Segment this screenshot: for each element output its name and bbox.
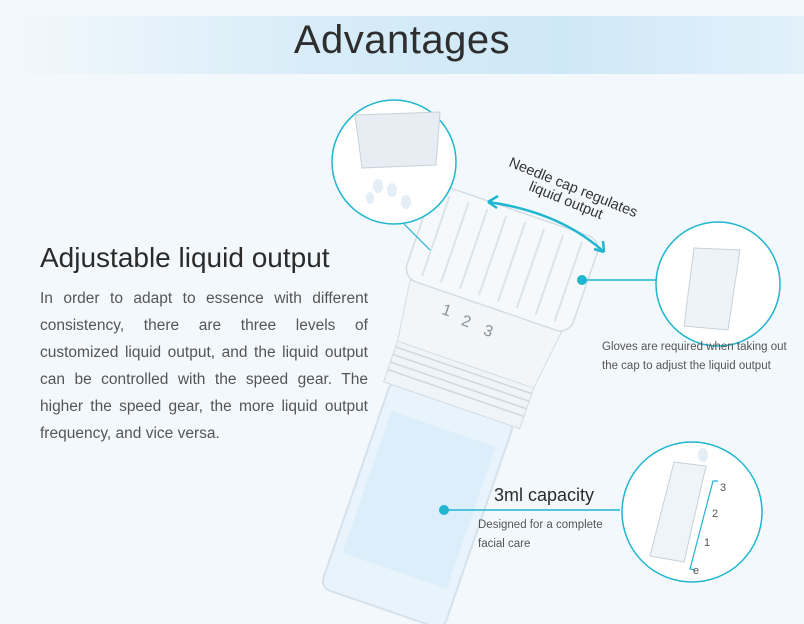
title-band bbox=[0, 16, 804, 74]
feature-description: In order to adapt to essence with differ… bbox=[40, 290, 368, 442]
scale-mark-2: 2 bbox=[712, 508, 718, 520]
feature-heading: Adjustable liquid output bbox=[40, 242, 330, 273]
bottle: 1 2 3 bbox=[321, 185, 599, 624]
gloves-note-line1: Gloves are required when taking out bbox=[602, 341, 787, 353]
cap-detail-circle bbox=[331, 99, 457, 225]
capacity-detail-circle: 3 2 1 e bbox=[621, 441, 763, 583]
capacity-note: Designed for a complete facial care bbox=[478, 516, 603, 554]
capacity-note-line1: Designed for a complete bbox=[478, 519, 603, 531]
scale-mark-3: 3 bbox=[720, 482, 726, 494]
capacity-title: 3ml capacity bbox=[494, 485, 595, 505]
page-title: Advantages bbox=[293, 18, 511, 62]
gloves-note-line2: the cap to adjust the liquid output bbox=[602, 360, 771, 372]
rotation-arrow-icon bbox=[487, 200, 605, 253]
scale-mark-1: 1 bbox=[704, 537, 710, 549]
gloves-note: Gloves are required when taking out the … bbox=[602, 338, 787, 376]
capacity-note-line2: facial care bbox=[478, 538, 531, 550]
scale-mark-e: e bbox=[693, 565, 699, 577]
gloves-detail-circle bbox=[655, 221, 781, 347]
